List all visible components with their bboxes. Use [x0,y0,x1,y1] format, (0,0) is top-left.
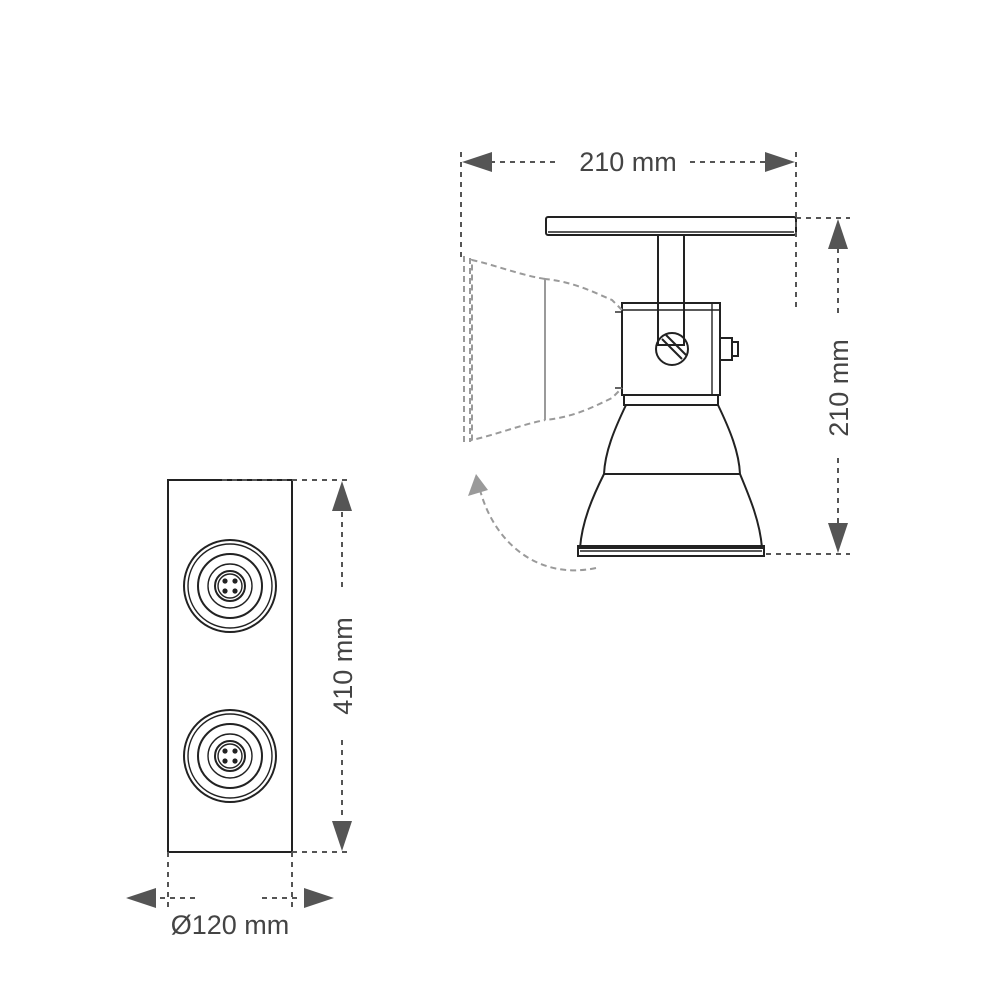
base-plate [167,479,293,853]
base-view: 410 mm Ø120 mm [126,479,358,940]
right-height-label: 210 mm [824,339,854,437]
lamp-shade-down [577,404,765,557]
side-knob-icon [719,337,739,361]
bracket-arm [657,234,685,346]
base-length-label: 410 mm [328,617,358,715]
base-diameter-dimension [126,852,334,908]
adjustment-screw-icon [655,332,689,366]
base-diameter-label: Ø120 mm [171,910,290,940]
top-width-label: 210 mm [579,147,677,177]
spot-lamp-upper [183,539,277,633]
right-height-dimension [766,217,850,555]
rotation-arrow-icon [468,474,597,572]
spot-lamp-lower [183,709,277,803]
base-length-dimension [222,479,352,853]
top-width-dimension [460,152,797,312]
side-view: 210 mm 210 mm [460,147,854,572]
lamp-shade-rotated-ghost [463,256,623,444]
